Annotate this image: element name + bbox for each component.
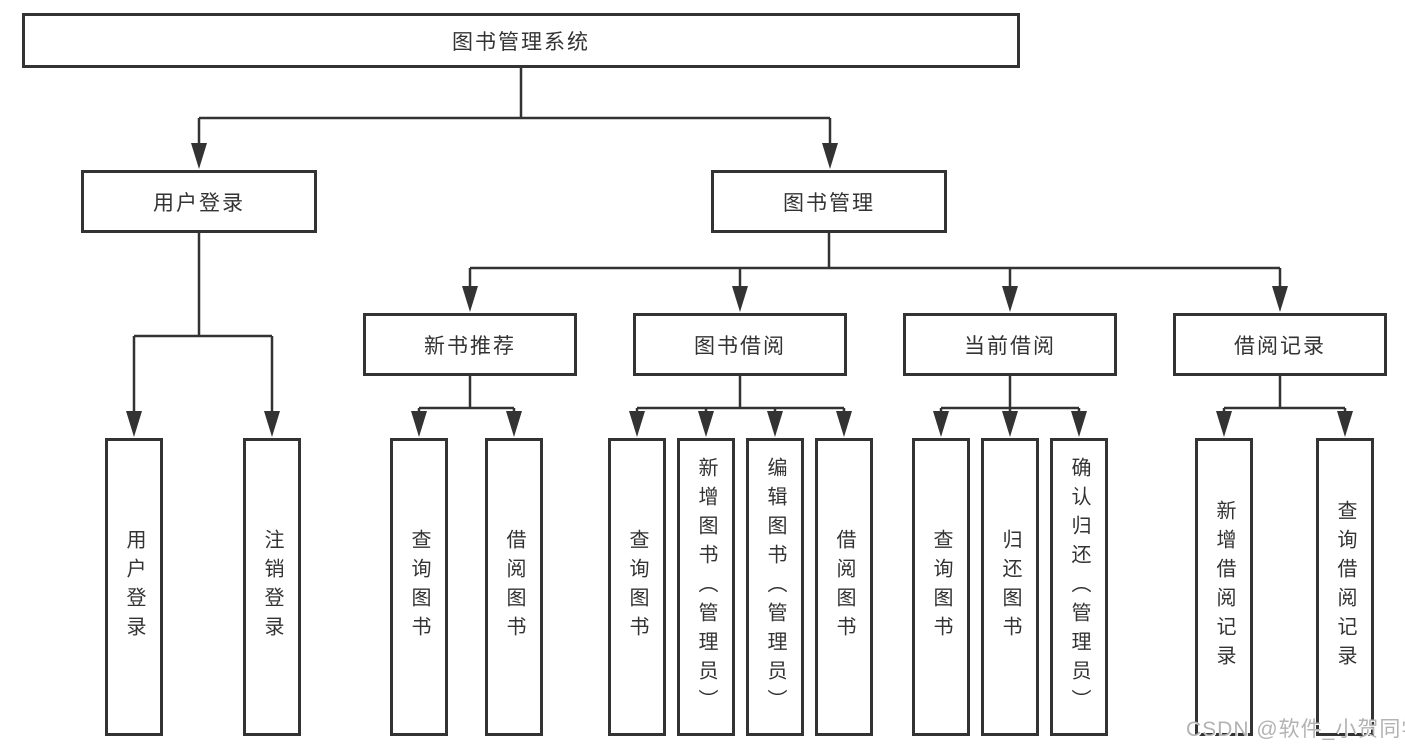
leaf-user-login-label: 用户登录 bbox=[123, 529, 145, 645]
leaf-query-borrow-record-label: 查询借阅记录 bbox=[1334, 500, 1356, 674]
node-borrow-records-label: 借阅记录 bbox=[1234, 334, 1326, 358]
leaf-add-books-admin-label: 新增图书（管理员） bbox=[695, 456, 717, 718]
leaf-confirm-return-admin-label: 确认归还（管理员） bbox=[1068, 456, 1090, 718]
node-book-borrowing-label: 图书借阅 bbox=[694, 334, 786, 358]
leaf-add-borrow-record: 新增借阅记录 bbox=[1195, 438, 1253, 736]
node-current-borrowing: 当前借阅 bbox=[903, 313, 1117, 376]
leaf-user-login: 用户登录 bbox=[105, 438, 163, 736]
leaf-borrow-books-borrowing: 借阅图书 bbox=[815, 438, 873, 736]
leaf-query-borrow-record: 查询借阅记录 bbox=[1316, 438, 1374, 736]
node-current-borrowing-label: 当前借阅 bbox=[964, 334, 1056, 358]
leaf-add-borrow-record-label: 新增借阅记录 bbox=[1213, 500, 1235, 674]
leaf-return-books: 归还图书 bbox=[981, 438, 1039, 736]
node-book-management: 图书管理 bbox=[711, 170, 947, 233]
leaf-edit-books-admin-label: 编辑图书（管理员） bbox=[764, 456, 786, 718]
leaf-query-books-newbooks: 查询图书 bbox=[390, 438, 448, 736]
node-root: 图书管理系统 bbox=[22, 13, 1020, 68]
leaf-borrow-books-newbooks: 借阅图书 bbox=[485, 438, 543, 736]
leaf-query-books-borrowing: 查询图书 bbox=[608, 438, 666, 736]
leaf-logout-label: 注销登录 bbox=[261, 529, 283, 645]
leaf-query-books-current: 查询图书 bbox=[912, 438, 970, 736]
leaf-edit-books-admin: 编辑图书（管理员） bbox=[746, 438, 804, 736]
leaf-query-books-newbooks-label: 查询图书 bbox=[408, 529, 430, 645]
node-root-label: 图书管理系统 bbox=[452, 30, 590, 54]
leaf-borrow-books-newbooks-label: 借阅图书 bbox=[503, 529, 525, 645]
leaf-add-books-admin: 新增图书（管理员） bbox=[677, 438, 735, 736]
leaf-return-books-label: 归还图书 bbox=[999, 529, 1021, 645]
node-book-borrowing: 图书借阅 bbox=[633, 313, 847, 376]
leaf-confirm-return-admin: 确认归还（管理员） bbox=[1050, 438, 1108, 736]
node-borrow-records: 借阅记录 bbox=[1173, 313, 1387, 376]
node-book-management-label: 图书管理 bbox=[783, 191, 875, 215]
node-user-login: 用户登录 bbox=[81, 170, 317, 233]
leaf-borrow-books-borrowing-label: 借阅图书 bbox=[833, 529, 855, 645]
leaf-logout: 注销登录 bbox=[243, 438, 301, 736]
node-user-login-label: 用户登录 bbox=[153, 191, 245, 215]
leaf-query-books-current-label: 查询图书 bbox=[930, 529, 952, 645]
node-new-book-recommend: 新书推荐 bbox=[363, 313, 577, 376]
leaf-query-books-borrowing-label: 查询图书 bbox=[626, 529, 648, 645]
csdn-watermark: CSDN @软件_小贺同学 bbox=[1186, 718, 1405, 741]
node-new-book-recommend-label: 新书推荐 bbox=[424, 334, 516, 358]
arrowheads bbox=[126, 143, 1353, 437]
